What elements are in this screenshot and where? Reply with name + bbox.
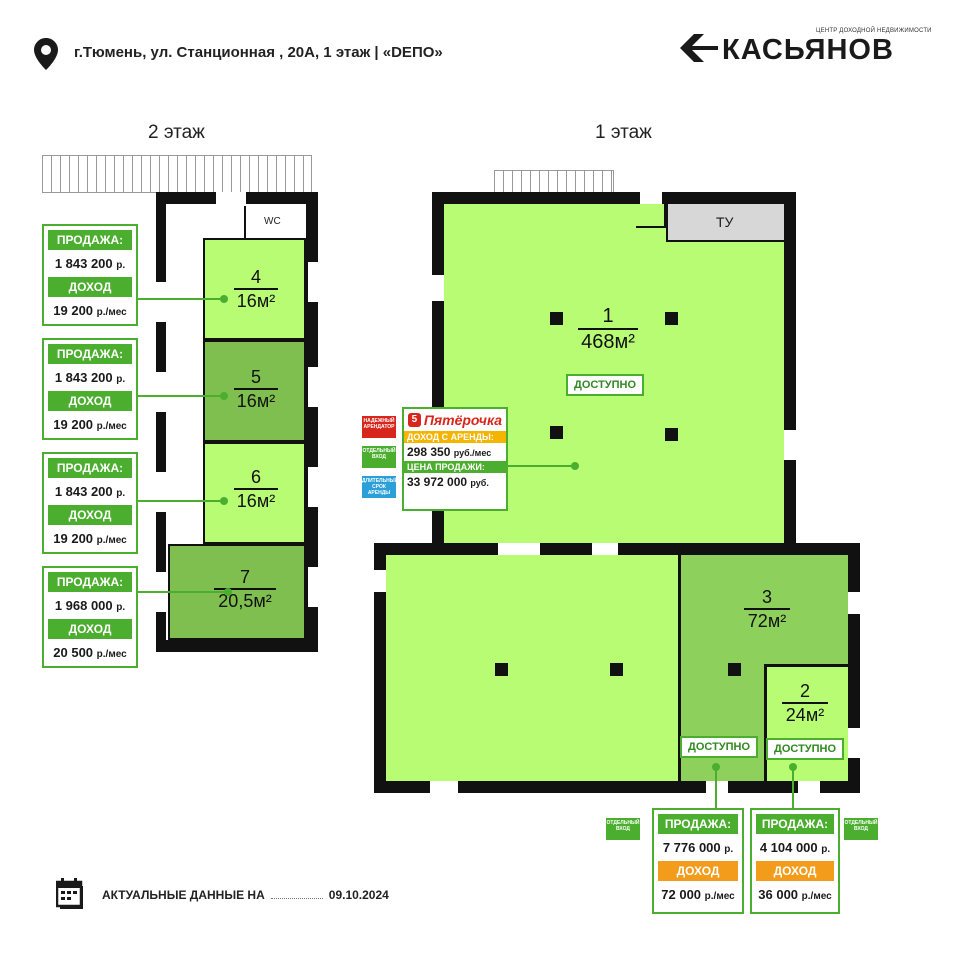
stairs-floor1 <box>494 170 614 194</box>
tenant-brand: Пятёрочка <box>423 412 502 428</box>
room-lower-left[interactable] <box>386 555 678 781</box>
logo-text: КАСЬЯНОВ <box>722 34 894 66</box>
price-card-room-7: ПРОДАЖА: 1 968 000 р. ДОХОД 20 500 р./ме… <box>42 566 138 668</box>
tu-room: ТУ <box>666 204 784 242</box>
reliable-tenant-icon: НАДЕЖНЫЙ АРЕНДАТОР <box>362 416 396 438</box>
price-card-room-2: ПРОДАЖА: 4 104 000 р. ДОХОД 36 000 р./ме… <box>750 808 840 914</box>
room-6[interactable] <box>203 442 306 544</box>
price-card-room-3: ПРОДАЖА: 7 776 000 р. ДОХОД 72 000 р./ме… <box>652 808 744 914</box>
separate-entrance-icon: ОТДЕЛЬНЫЙ ВХОД <box>362 446 396 468</box>
separate-entrance-icon-room-2: ОТДЕЛЬНЫЙ ВХОД <box>844 818 878 840</box>
wc-label: WC <box>264 216 281 227</box>
separate-entrance-icon-room-3: ОТДЕЛЬНЫЙ ВХОД <box>606 818 640 840</box>
rent-value: 298 350 <box>407 445 451 459</box>
logo-subtitle: ЦЕНТР ДОХОДНОЙ НЕДВИЖИМОСТИ <box>816 28 932 34</box>
price-value: 33 972 000 <box>407 475 468 489</box>
floor1-title: 1 этаж <box>595 122 652 143</box>
address-text: г.Тюмень, ул. Станционная , 20А, 1 этаж … <box>74 44 443 61</box>
status-badge-room-1: ДОСТУПНО <box>566 374 645 396</box>
floor2-title: 2 этаж <box>148 122 205 143</box>
stairs-floor2 <box>42 155 312 193</box>
tenant-card: 5 Пятёрочка ДОХОД С АРЕНДЫ: 298 350 руб.… <box>402 407 508 511</box>
map-pin-icon <box>34 38 58 70</box>
price-label: ЦЕНА ПРОДАЖИ: <box>404 461 506 473</box>
calendar-icon <box>55 878 86 910</box>
price-card-room-6: ПРОДАЖА: 1 843 200 р. ДОХОД 19 200 р./ме… <box>42 452 138 554</box>
room-2[interactable] <box>764 664 848 781</box>
status-badge-room-3: ДОСТУПНО <box>680 736 759 758</box>
price-card-room-5: ПРОДАЖА: 1 843 200 р. ДОХОД 19 200 р./ме… <box>42 338 138 440</box>
pyaterochka-logo-icon: 5 <box>408 413 421 427</box>
logo-mark-icon <box>680 34 718 62</box>
price-card-room-4: ПРОДАЖА: 1 843 200 р. ДОХОД 19 200 р./ме… <box>42 224 138 326</box>
long-lease-icon: ДЛИТЕЛЬНЫЙ СРОК АРЕНДЫ <box>362 476 399 498</box>
room-5[interactable] <box>203 340 306 442</box>
tu-label: ТУ <box>716 214 734 230</box>
rent-label: ДОХОД С АРЕНДЫ: <box>404 431 506 443</box>
status-badge-room-2: ДОСТУПНО <box>766 738 845 760</box>
wc-room: WC <box>244 206 304 238</box>
